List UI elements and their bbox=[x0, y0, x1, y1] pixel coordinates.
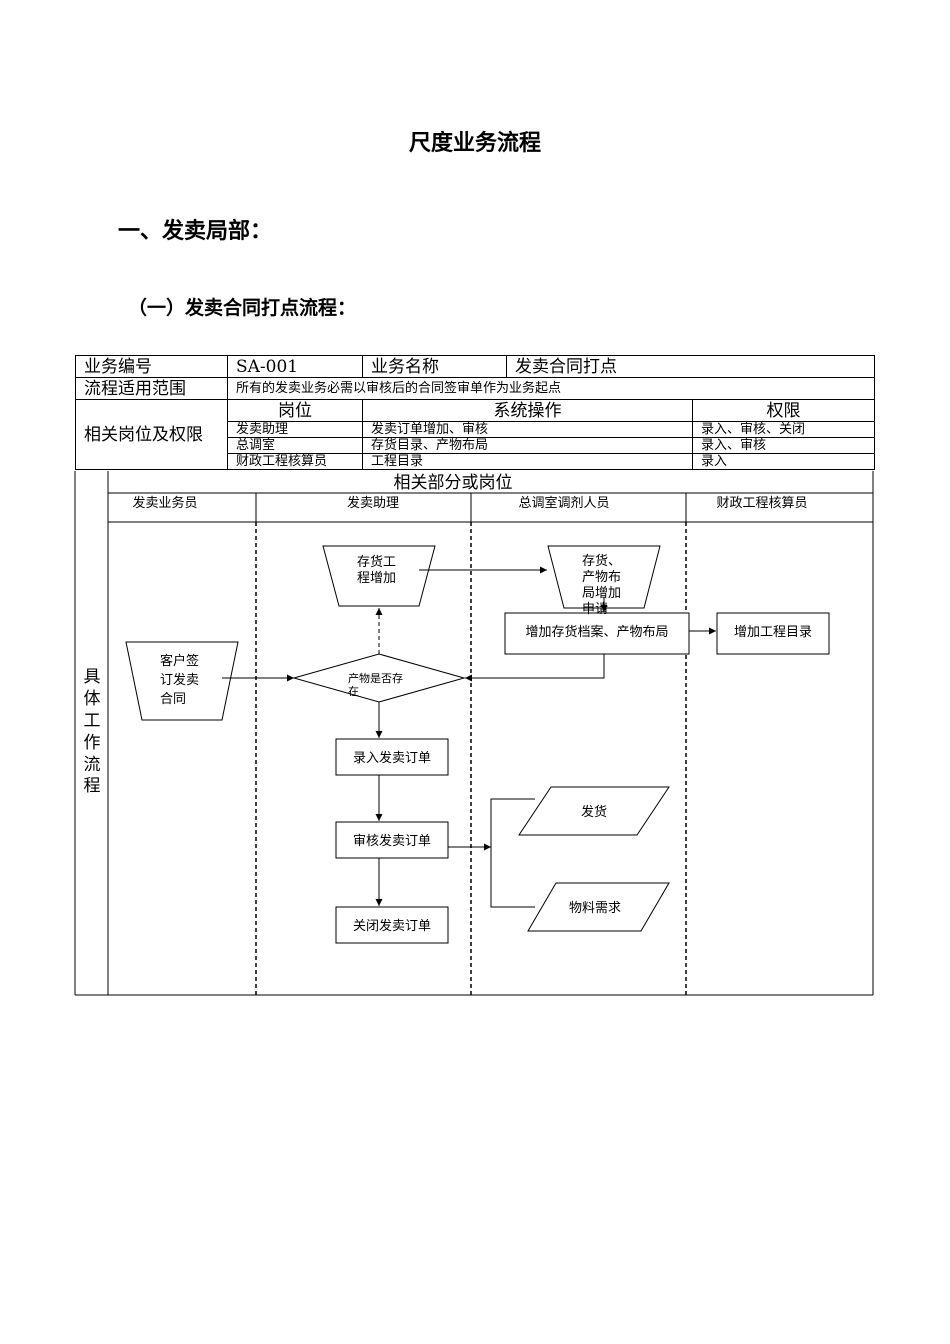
svg-text:发货: 发货 bbox=[581, 804, 607, 820]
svg-text:程增加: 程增加 bbox=[357, 571, 396, 586]
svg-text:审核发卖订单: 审核发卖订单 bbox=[353, 833, 431, 849]
svg-text:作: 作 bbox=[84, 733, 101, 753]
svg-text:在: 在 bbox=[348, 685, 359, 698]
process-info-table: 业务编号 SA-001 业务名称 发卖合同打点 流程适用范围 所有的发卖业务必需… bbox=[75, 355, 875, 470]
decision-node bbox=[292, 653, 466, 703]
document-title: 尺度业务流程 bbox=[408, 131, 541, 156]
svg-text:申请: 申请 bbox=[582, 602, 608, 617]
section-heading: 一、发卖局部： bbox=[118, 219, 273, 244]
customer-contract-node bbox=[125, 641, 239, 721]
lane-assistant: 发卖助理 bbox=[347, 495, 399, 511]
inventory-add-node bbox=[322, 545, 436, 607]
col-post-header: 岗位 bbox=[227, 399, 363, 422]
lane-sales: 发卖业务员 bbox=[132, 495, 197, 511]
inventory-layout-request-node bbox=[547, 545, 661, 609]
side-label: 具 体 工 作 流 程 bbox=[84, 667, 101, 796]
svg-text:订发卖: 订发卖 bbox=[160, 672, 199, 688]
rights-cell: 录入、审核 bbox=[692, 437, 875, 454]
svg-text:录入发卖订单: 录入发卖订单 bbox=[353, 750, 431, 766]
rights-cell: 录入 bbox=[692, 453, 875, 470]
svg-text:程: 程 bbox=[84, 776, 101, 796]
dept-header: 相关部分或岗位 bbox=[394, 473, 513, 493]
lane-dispatch: 总调室调剂人员 bbox=[518, 495, 609, 511]
svg-text:流: 流 bbox=[84, 755, 101, 775]
svg-text:存货、: 存货、 bbox=[582, 553, 621, 569]
svg-text:关闭发卖订单: 关闭发卖订单 bbox=[353, 918, 431, 934]
name-value: 发卖合同打点 bbox=[506, 355, 875, 378]
ship-node bbox=[518, 786, 670, 836]
svg-text:增加工程目录: 增加工程目录 bbox=[734, 625, 812, 640]
svg-text:增加存货档案、产物布局: 增加存货档案、产物布局 bbox=[525, 624, 668, 640]
svg-text:存货工: 存货工 bbox=[357, 554, 396, 570]
roles-label: 相关岗位及权限 bbox=[75, 399, 228, 470]
scope-label: 流程适用范围 bbox=[75, 377, 228, 400]
close-order-node bbox=[335, 906, 449, 944]
svg-text:合同: 合同 bbox=[160, 692, 186, 707]
svg-text:工: 工 bbox=[84, 711, 101, 731]
lane-finance: 财政工程核算员 bbox=[716, 496, 807, 511]
ops-cell: 存货目录、产物布局 bbox=[362, 437, 693, 454]
material-demand-node bbox=[527, 882, 670, 932]
svg-text:具: 具 bbox=[84, 667, 101, 687]
svg-text:局增加: 局增加 bbox=[582, 586, 621, 601]
audit-order-node bbox=[335, 821, 449, 859]
add-project-node bbox=[716, 612, 830, 655]
svg-text:产物布: 产物布 bbox=[582, 570, 621, 585]
add-archive-node bbox=[504, 612, 690, 655]
subsection-heading: （一）发卖合同打点流程： bbox=[128, 297, 357, 319]
svg-text:物料需求: 物料需求 bbox=[569, 901, 621, 916]
ops-cell: 工程目录 bbox=[362, 453, 693, 470]
svg-text:客户签: 客户签 bbox=[160, 653, 199, 669]
svg-text:产物是否存: 产物是否存 bbox=[348, 671, 403, 685]
table-row: 财政工程核算员 工程目录 录入 bbox=[76, 453, 875, 470]
rights-cell: 录入、审核、关闭 bbox=[692, 421, 875, 438]
table-row: 总调室 存货目录、产物布局 录入、审核 bbox=[76, 437, 875, 454]
svg-text:体: 体 bbox=[84, 689, 101, 709]
enter-order-node bbox=[335, 738, 449, 776]
scope-value: 所有的发卖业务必需以审核后的合同签审单作为业务起点 bbox=[227, 377, 875, 400]
